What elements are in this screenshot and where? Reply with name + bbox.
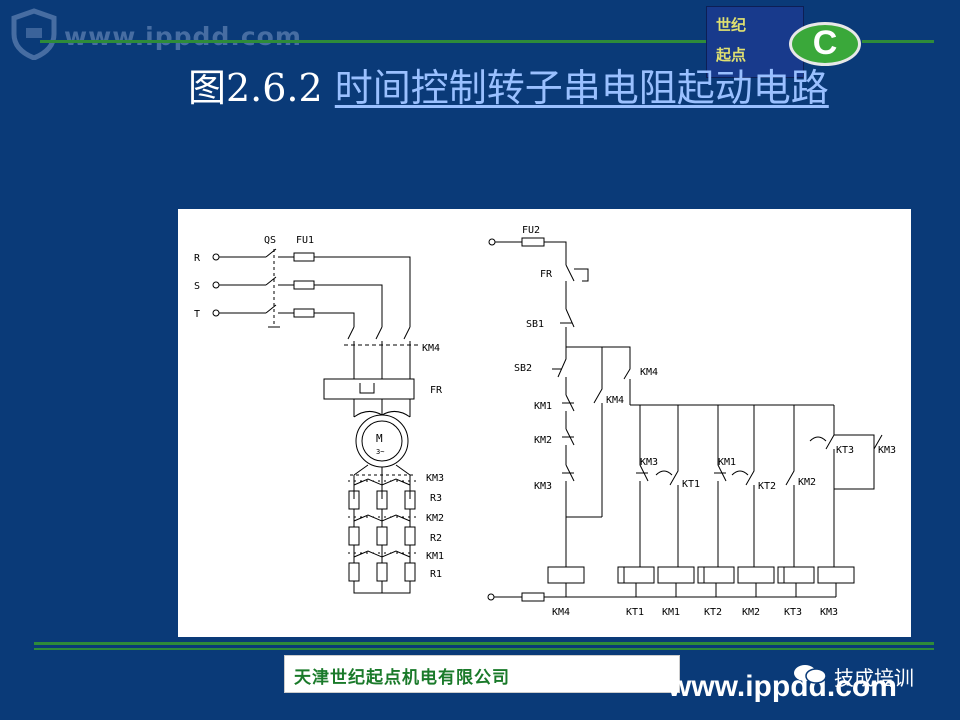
km2-interlock-label: KM2 <box>534 435 552 446</box>
terminal-r <box>212 253 220 261</box>
phase-label-r: R <box>194 253 201 264</box>
km3-branch-label: KM3 <box>640 457 658 468</box>
km2-rotor-label: KM2 <box>426 513 444 524</box>
kt3-branch-label: KT3 <box>836 445 854 456</box>
fuse-fu1-s <box>293 280 315 290</box>
control-terminal-bottom <box>487 593 495 601</box>
badge-text-line2: 起点 <box>716 46 747 64</box>
km4-hold-label: KM4 <box>606 395 624 406</box>
kt2-branch-label: KT2 <box>758 481 776 492</box>
r3-label: R3 <box>430 493 442 504</box>
fuse-fu2 <box>521 237 545 247</box>
top-rule <box>40 40 706 43</box>
fr-control-label: FR <box>540 269 553 280</box>
coil-kt3 <box>777 566 815 584</box>
km3-interlock-label: KM3 <box>534 481 552 492</box>
coil-label-km2: KM2 <box>742 607 760 618</box>
coil-label-km3: KM3 <box>820 607 838 618</box>
thermal-relay-fr <box>323 378 415 400</box>
company-name: 天津世纪起点机电有限公司 <box>294 668 510 688</box>
coil-kt2 <box>697 566 735 584</box>
fuse-bottom <box>521 592 545 602</box>
coil-label-km1: KM1 <box>662 607 680 618</box>
figure-number: 图2.6.2 <box>188 66 335 110</box>
control-circuit: FU2 FR SB1 SB2 KM4 KM4 KM1 KM2 KM3 KM3 K <box>487 225 896 618</box>
r1-label: R1 <box>430 569 442 580</box>
top-rule-right <box>862 40 934 43</box>
kt1-branch-label: KT1 <box>682 479 700 490</box>
fuse-fu1-r <box>293 252 315 262</box>
resistor-r2-c <box>404 526 416 546</box>
fu2-label: FU2 <box>522 225 540 236</box>
coil-km1 <box>657 566 695 584</box>
bottom-rule-1 <box>34 642 934 645</box>
coil-label-kt2: KT2 <box>704 607 722 618</box>
slide-title: 图2.6.2 时间控制转子串电阻起动电路 <box>188 60 908 116</box>
coil-label-kt3: KT3 <box>784 607 802 618</box>
wechat-icon <box>794 665 827 684</box>
coil-km4 <box>547 566 585 584</box>
wechat-account-name: 技成培训 <box>834 666 914 690</box>
footer-url: www.ippdd.com <box>668 670 897 703</box>
motor-sub-label: 3~ <box>376 448 384 456</box>
km3-rotor-label: KM3 <box>426 473 444 484</box>
km4-top-label: KM4 <box>640 367 658 378</box>
company-banner <box>284 655 680 693</box>
badge-c-logo: C <box>789 22 861 66</box>
brand-badge <box>706 6 804 78</box>
sb2-label: SB2 <box>514 363 532 374</box>
phase-label-t: T <box>194 309 200 320</box>
km3-top-label: KM3 <box>878 445 896 456</box>
shield-logo-icon <box>11 8 57 60</box>
power-circuit: R S T QS FU1 KM4 FR M 3~ <box>194 235 444 594</box>
km2-branch-label: KM2 <box>798 477 816 488</box>
coil-km2 <box>737 566 775 584</box>
resistor-r2-a <box>348 526 360 546</box>
km1-branch-label: KM1 <box>718 457 736 468</box>
resistor-r1-b <box>376 562 388 582</box>
motor-label: M <box>376 432 383 445</box>
coil-km3 <box>817 566 855 584</box>
coil-label-km4: KM4 <box>552 607 570 618</box>
title-link[interactable]: 时间控制转子串电阻起动电路 <box>334 66 829 110</box>
resistor-r1-c <box>404 562 416 582</box>
terminal-s <box>212 281 220 289</box>
qs-label: QS <box>264 235 276 246</box>
diagram-panel: R S T QS FU1 KM4 FR M 3~ <box>178 209 911 637</box>
badge-text-line1: 世纪 <box>716 16 747 34</box>
terminal-t <box>212 309 220 317</box>
resistor-r1-a <box>348 562 360 582</box>
km1-rotor-label: KM1 <box>426 551 444 562</box>
sb1-label: SB1 <box>526 319 544 330</box>
fuse-fu1-t <box>293 308 315 318</box>
fr-power-label: FR <box>430 385 443 396</box>
bottom-rule-2 <box>34 648 934 650</box>
km1-interlock-label: KM1 <box>534 401 552 412</box>
km4-main-label: KM4 <box>422 343 440 354</box>
fu1-label: FU1 <box>296 235 314 246</box>
resistor-r2-b <box>376 526 388 546</box>
coil-label-kt1: KT1 <box>626 607 644 618</box>
phase-label-s: S <box>194 281 200 292</box>
watermark-url: www.ippdd.com <box>64 22 302 51</box>
circuit-diagram: R S T QS FU1 KM4 FR M 3~ <box>194 225 896 618</box>
coil-kt1 <box>617 566 655 584</box>
r2-label: R2 <box>430 533 442 544</box>
control-terminal-top <box>488 238 496 246</box>
